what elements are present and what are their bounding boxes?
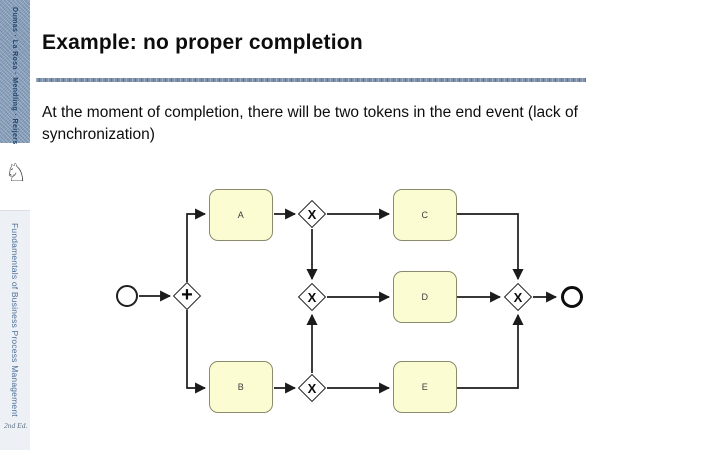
title-divider xyxy=(36,78,586,82)
task-e: E xyxy=(393,361,457,413)
task-b: B xyxy=(209,361,273,413)
task-label: E xyxy=(421,382,429,392)
flow-and-split-to-task-a xyxy=(186,208,207,282)
xor-gateway-symbol: X xyxy=(307,380,317,396)
task-label: A xyxy=(237,210,245,220)
book-edition: 2nd Ed. xyxy=(4,421,28,430)
task-label: D xyxy=(421,292,429,302)
gateway-xor-top: X xyxy=(297,199,327,229)
task-a: A xyxy=(209,189,273,241)
start-event xyxy=(116,285,138,307)
task-label: C xyxy=(421,210,429,220)
flow-task-e-to-xor-join xyxy=(457,313,524,389)
flow-and-split-to-task-b xyxy=(186,310,207,394)
slide-body-text: At the moment of completion, there will … xyxy=(42,104,578,143)
book-spine-panel: Fundamentals of Business Process Managem… xyxy=(0,210,30,450)
end-event xyxy=(561,286,583,308)
springer-knight-icon: ♘ xyxy=(4,158,28,187)
task-d: D xyxy=(393,271,457,323)
book-spine-band: Dumas · La Rosa · Mendling · Reijers xyxy=(0,0,30,145)
xor-gateway-symbol: X xyxy=(307,289,317,305)
gateway-and-split: + xyxy=(172,281,202,311)
xor-gateway-symbol: X xyxy=(513,289,523,305)
book-authors: Dumas · La Rosa · Mendling · Reijers xyxy=(11,7,18,145)
gateway-xor-bottom: X xyxy=(297,373,327,403)
task-c: C xyxy=(393,189,457,241)
slide-title: Example: no proper completion xyxy=(42,31,363,54)
book-title: Fundamentals of Business Process Managem… xyxy=(10,223,20,417)
gateway-xor-middle: X xyxy=(297,282,327,312)
gateway-xor-join: X xyxy=(503,282,533,312)
task-label: B xyxy=(237,382,245,392)
parallel-gateway-symbol: + xyxy=(181,283,193,306)
xor-gateway-symbol: X xyxy=(307,206,317,222)
flow-task-c-to-xor-join xyxy=(457,213,524,281)
